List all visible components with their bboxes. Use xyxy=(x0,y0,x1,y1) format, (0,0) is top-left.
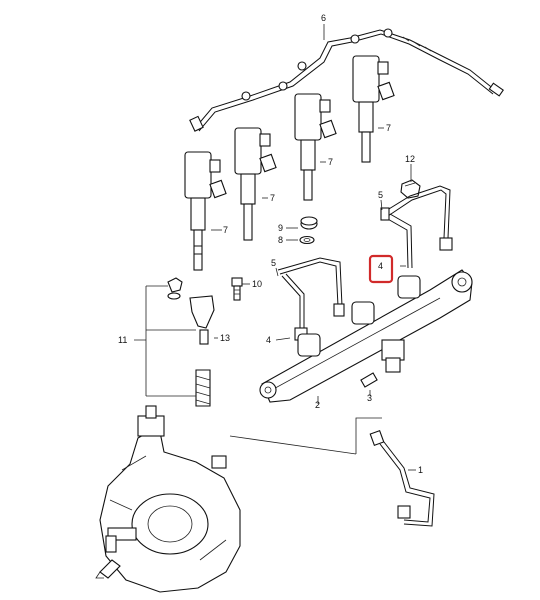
arrow-icon xyxy=(95,559,121,579)
callout-13: 13 xyxy=(220,333,230,343)
callout-7-b: 7 xyxy=(270,193,275,203)
callout-11: 11 xyxy=(118,335,127,345)
callout-labels: 6 7 7 7 7 12 5 9 8 5 4 10 4 13 11 2 3 1 xyxy=(118,13,423,475)
fuel-injector-icon[interactable] xyxy=(184,55,395,271)
callout-1: 1 xyxy=(418,465,423,475)
leader-lines xyxy=(134,24,416,471)
injector-clamp-kit-icon[interactable] xyxy=(167,277,215,407)
clamp-icon[interactable] xyxy=(400,179,421,199)
callout-7-d: 7 xyxy=(386,123,391,133)
callout-7-a: 7 xyxy=(223,225,228,235)
highlight-box xyxy=(368,254,394,284)
callout-6: 6 xyxy=(321,13,326,23)
callout-5-b: 5 xyxy=(271,258,276,268)
callout-8: 8 xyxy=(278,235,283,245)
callout-3: 3 xyxy=(367,393,372,403)
bolt-icon[interactable] xyxy=(231,277,243,301)
return-hose-icon[interactable] xyxy=(189,28,504,132)
high-pressure-pipe-icon[interactable] xyxy=(369,429,435,527)
seal-icon[interactable] xyxy=(299,216,318,245)
callout-7-c: 7 xyxy=(328,157,333,167)
callout-4: 4 xyxy=(266,335,271,345)
fuel-pipe-icon[interactable] xyxy=(277,185,453,341)
callout-12: 12 xyxy=(405,154,415,164)
callout-5-a: 5 xyxy=(378,190,383,200)
callout-9: 9 xyxy=(278,223,283,233)
callout-4-highlighted: 4 xyxy=(378,261,383,271)
high-pressure-pump-icon[interactable] xyxy=(99,405,241,593)
callout-10: 10 xyxy=(252,279,262,289)
fuel-rail-icon[interactable] xyxy=(259,269,473,403)
callout-2: 2 xyxy=(315,400,320,410)
